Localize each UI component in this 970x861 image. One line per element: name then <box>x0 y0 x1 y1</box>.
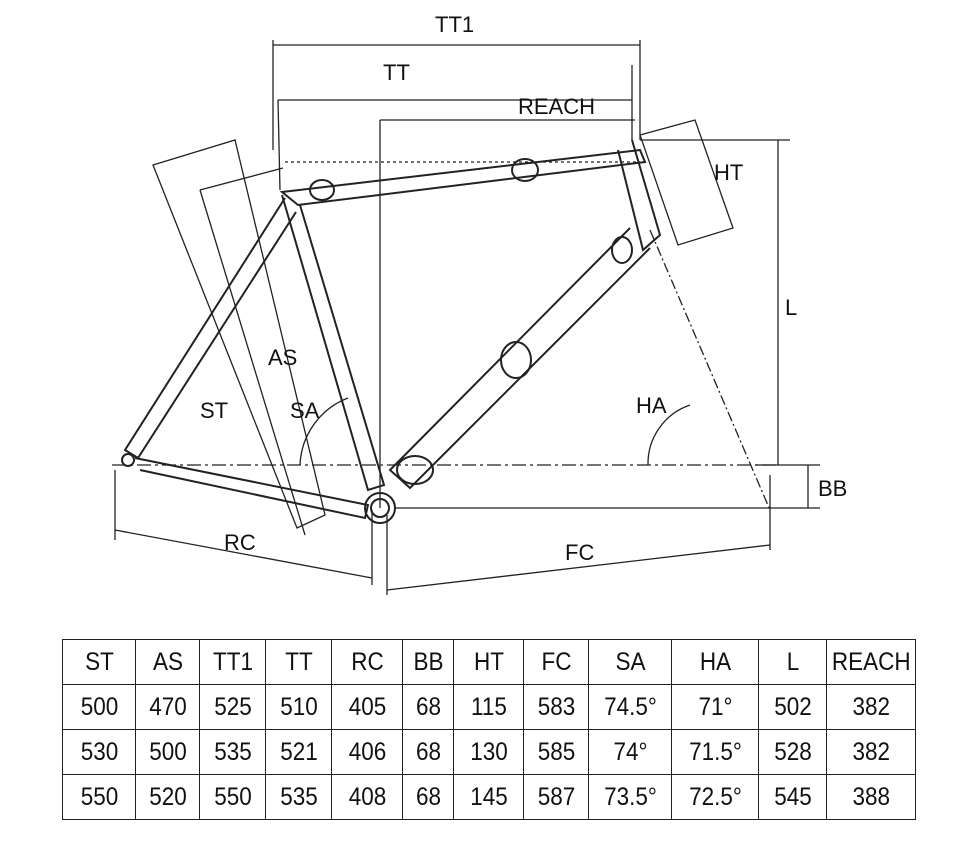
table-cell: 530 <box>65 729 133 775</box>
column-header: HT <box>456 639 521 685</box>
table-cell: 388 <box>830 774 912 820</box>
table-cell: 382 <box>830 684 912 730</box>
table-cell: 115 <box>456 684 521 730</box>
table-cell: 520 <box>138 774 197 820</box>
table-cell: 406 <box>334 729 400 775</box>
table-cell: 405 <box>334 684 400 730</box>
column-header: FC <box>526 639 586 685</box>
table-cell: 72.5° <box>675 774 755 820</box>
label-tt: TT <box>383 60 410 85</box>
table-cell: 535 <box>268 774 329 820</box>
table-cell: 528 <box>761 729 824 775</box>
dimension-labels: TT1 TT REACH HT L AS ST SA HA BB RC FC <box>200 12 847 565</box>
column-header: SA <box>592 639 668 685</box>
table-cell: 68 <box>404 729 452 775</box>
table-cell: 408 <box>334 774 400 820</box>
table-cell: 585 <box>526 729 586 775</box>
table-cell: 71° <box>675 684 755 730</box>
frame-geometry-diagram: TT1 TT REACH HT L AS ST SA HA BB RC FC <box>112 12 847 595</box>
table-cell: 583 <box>526 684 586 730</box>
table-cell: 71.5° <box>675 729 755 775</box>
column-header: AS <box>138 639 197 685</box>
label-st: ST <box>200 398 228 423</box>
label-ha: HA <box>636 393 667 418</box>
column-header: ST <box>65 639 133 685</box>
label-bb: BB <box>818 476 847 501</box>
column-header: RC <box>334 639 400 685</box>
table-cell: 550 <box>65 774 133 820</box>
table-cell: 470 <box>138 684 197 730</box>
table-cell: 68 <box>404 774 452 820</box>
label-l: L <box>785 295 797 320</box>
table-cell: 500 <box>65 684 133 730</box>
table-cell: 550 <box>202 774 263 820</box>
label-fc: FC <box>565 540 594 565</box>
column-header: L <box>761 639 824 685</box>
dimension-lines <box>112 40 820 595</box>
table-cell: 500 <box>138 729 197 775</box>
table-cell: 68 <box>404 684 452 730</box>
table-cell: 145 <box>456 774 521 820</box>
label-reach: REACH <box>518 94 595 119</box>
table-cell: 74.5° <box>592 684 668 730</box>
column-header: HA <box>675 639 755 685</box>
label-tt1: TT1 <box>435 12 474 37</box>
table-cell: 545 <box>761 774 824 820</box>
table-cell: 535 <box>202 729 263 775</box>
label-rc: RC <box>224 530 256 555</box>
table-cell: 73.5° <box>592 774 668 820</box>
table-cell: 382 <box>830 729 912 775</box>
label-sa: SA <box>290 398 320 423</box>
bike-frame <box>121 139 662 524</box>
table-cell: 130 <box>456 729 521 775</box>
table-cell: 502 <box>761 684 824 730</box>
label-as: AS <box>268 345 297 370</box>
label-ht: HT <box>714 160 743 185</box>
table-cell: 587 <box>526 774 586 820</box>
table-cell: 525 <box>202 684 263 730</box>
column-header: TT1 <box>202 639 263 685</box>
column-header: TT <box>268 639 329 685</box>
column-header: REACH <box>830 639 912 685</box>
column-header: BB <box>404 639 452 685</box>
table-cell: 510 <box>268 684 329 730</box>
table-cell: 521 <box>268 729 329 775</box>
table-cell: 74° <box>592 729 668 775</box>
